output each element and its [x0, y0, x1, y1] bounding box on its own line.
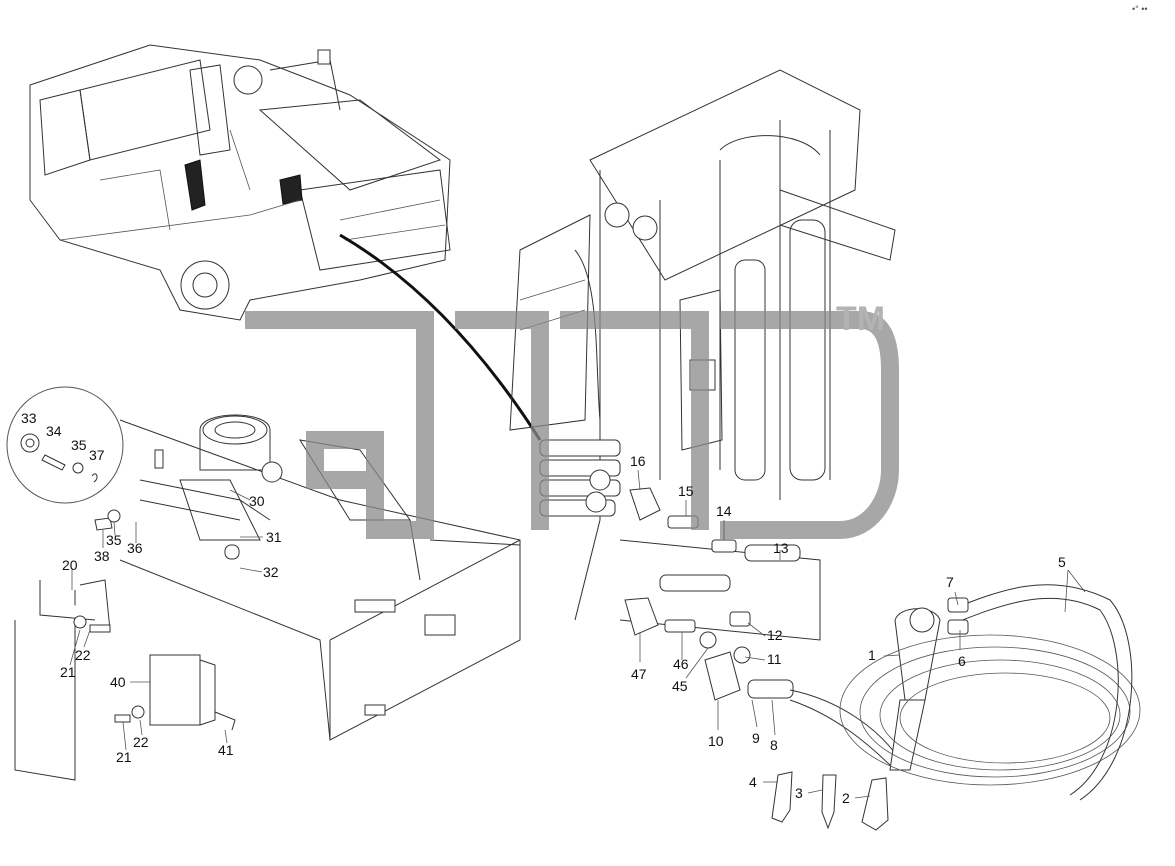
callout-16: 16 [630, 453, 646, 469]
callout-3: 3 [795, 785, 803, 801]
callout-10: 10 [708, 733, 724, 749]
machine-overview [29, 44, 542, 441]
callout-8: 8 [770, 737, 778, 753]
callout-14: 14 [716, 503, 732, 519]
callout-20: 20 [62, 557, 78, 573]
callout-13: 13 [773, 540, 789, 556]
callout-45: 45 [672, 678, 688, 694]
quick-coupler-bundle [539, 439, 621, 517]
callout-31: 31 [266, 529, 282, 545]
callout-labels: 1 2 3 4 5 6 7 8 9 10 11 12 13 14 15 16 2… [21, 410, 1066, 806]
detail-circle [6, 386, 124, 504]
callout-15: 15 [678, 483, 694, 499]
watermark: TM [245, 300, 899, 539]
callout-6: 6 [958, 653, 966, 669]
callout-11: 11 [767, 651, 782, 667]
callout-40: 40 [110, 674, 126, 690]
breaker-hose-assembly [771, 584, 1141, 831]
watermark-tm: TM [836, 300, 885, 338]
callout-35b: 35 [106, 532, 122, 548]
callout-1: 1 [868, 647, 876, 663]
callout-7: 7 [946, 574, 954, 590]
callout-21a: 21 [60, 664, 76, 680]
callout-9: 9 [752, 730, 760, 746]
leader-lines [69, 469, 1086, 799]
callout-5: 5 [1058, 554, 1066, 570]
callout-38: 38 [94, 548, 110, 564]
callout-37: 37 [89, 447, 105, 463]
callout-4: 4 [749, 774, 757, 790]
callout-22a: 22 [75, 647, 91, 663]
callout-2: 2 [842, 790, 850, 806]
corner-mark: •° •• [1132, 4, 1148, 14]
callout-35a: 35 [71, 437, 87, 453]
callout-36: 36 [127, 540, 143, 556]
callout-41: 41 [218, 742, 234, 758]
callout-34: 34 [46, 423, 62, 439]
callout-12: 12 [767, 627, 783, 643]
callout-22b: 22 [133, 734, 149, 750]
main-frame-assembly [509, 69, 901, 771]
lower-frame-assembly [14, 414, 521, 781]
callout-32: 32 [263, 564, 279, 580]
callout-33: 33 [21, 410, 37, 426]
callout-47: 47 [631, 666, 647, 682]
callout-46: 46 [673, 656, 689, 672]
callout-21b: 21 [116, 749, 132, 765]
callout-30: 30 [249, 493, 265, 509]
